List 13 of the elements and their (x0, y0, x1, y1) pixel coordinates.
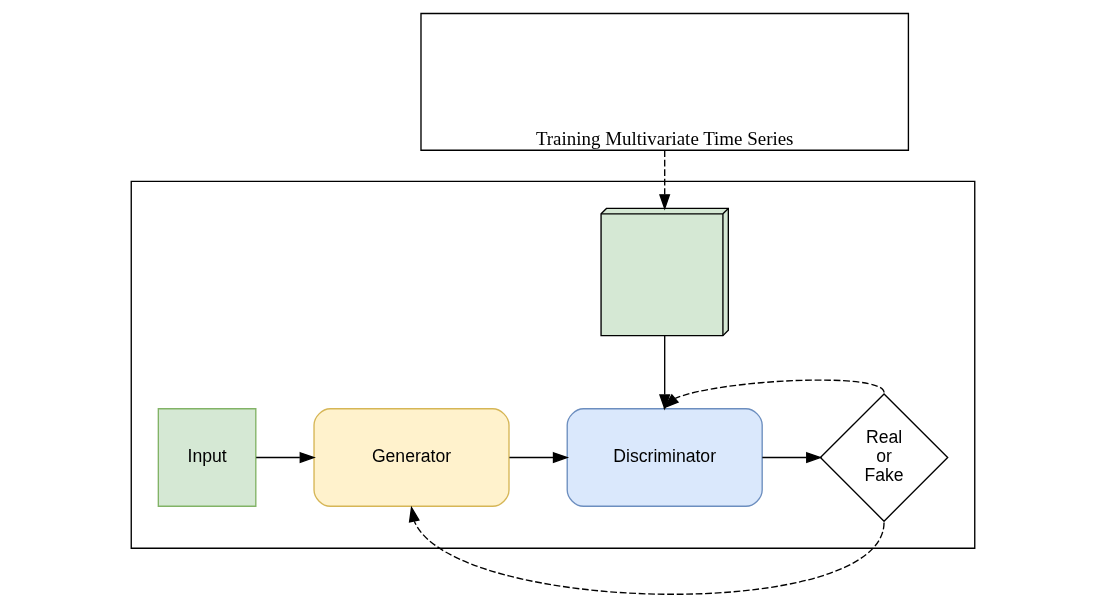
arrow (761, 451, 822, 464)
node-box: Discriminator (566, 408, 763, 507)
node-box: Training Multivariate Time Series (419, 12, 909, 151)
arrow (662, 379, 885, 409)
arrow (255, 451, 316, 464)
arrow (508, 451, 569, 464)
arrow (658, 149, 670, 211)
cluster (130, 180, 975, 549)
arrow (658, 335, 670, 411)
arrow (408, 505, 885, 595)
node-box: Input (157, 408, 256, 507)
node-box: Generator (312, 408, 510, 507)
node-diamond: Real or Fake (818, 392, 949, 523)
